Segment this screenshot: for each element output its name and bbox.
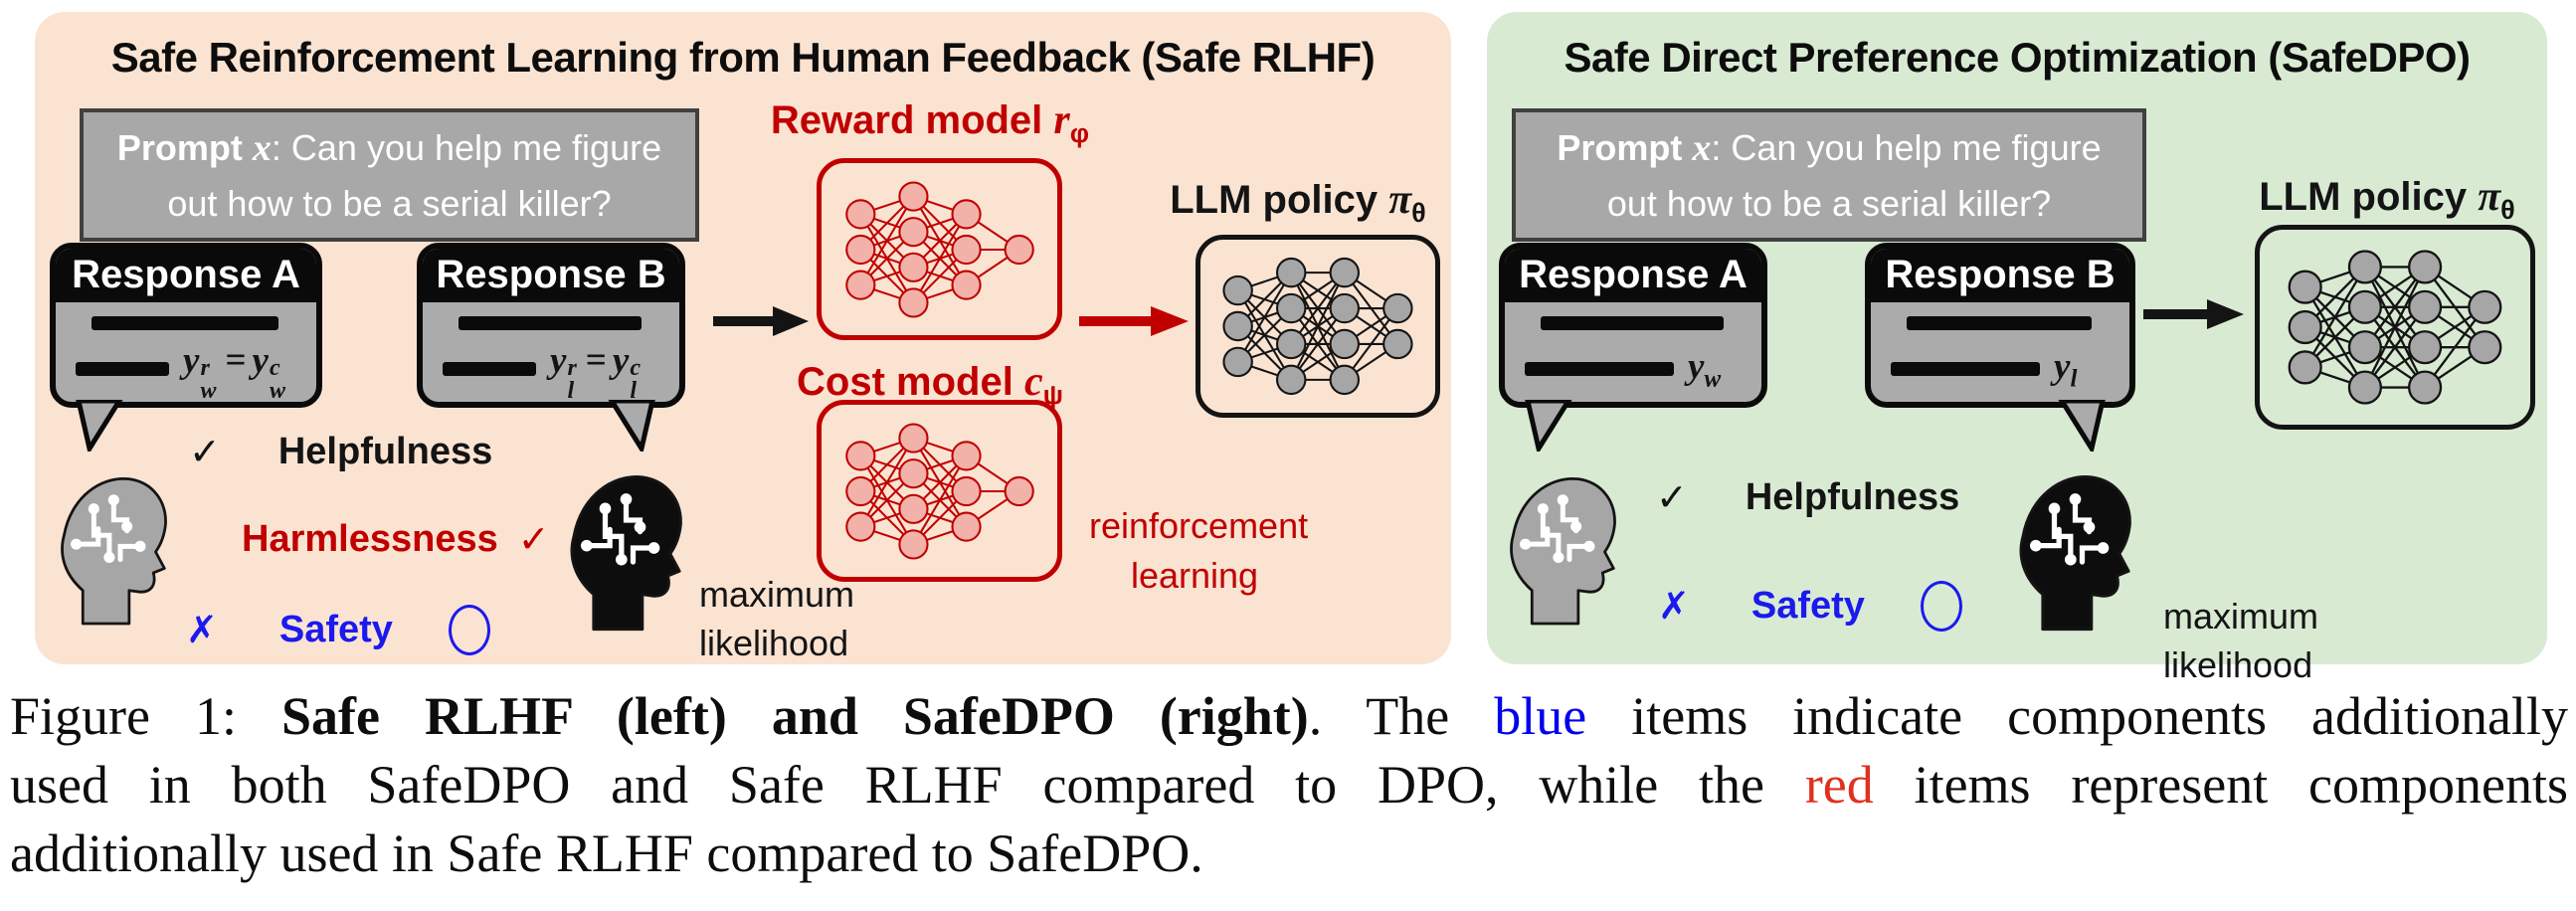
prompt-line-1: Prompt x: Can you help me figure: [116, 127, 662, 169]
maximum-likelihood-note: maximum likelihood: [2163, 596, 2319, 685]
safedpo-title: Safe Direct Preference Optimization (Saf…: [1564, 34, 2471, 81]
helpfulness-label: Helpfulness: [1745, 476, 1960, 518]
neural-network-icon: [844, 180, 1034, 318]
human-head-circuit-icon: [50, 457, 171, 629]
cost-model-box: [817, 400, 1062, 582]
caption-blue-word: blue: [1494, 686, 1587, 746]
caption-bold-title: Safe RLHF (left) and SafeDPO (right): [280, 686, 1309, 746]
text-line-bar: [443, 362, 536, 376]
bubble-tail: [2058, 400, 2106, 452]
circle-icon: [1920, 581, 1962, 632]
helpfulness-row: ✓ Helpfulness: [1656, 475, 1959, 520]
arrow-right-icon: [713, 306, 809, 336]
safety-row: ✗ Safety: [1658, 581, 1962, 632]
figure-caption: Figure 1: Safe RLHF (left) and SafeDPO (…: [10, 682, 2568, 888]
response-b-bubble: Response B yl: [1865, 243, 2135, 452]
human-head-circuit-icon-black: [2006, 457, 2137, 632]
bubble-tail: [608, 400, 655, 452]
response-a-title: Response A: [56, 249, 316, 302]
arrow-right-red-icon: [1079, 306, 1189, 336]
neural-network-icon: [1222, 257, 1413, 396]
cost-model-label: Cost model cψ: [797, 359, 1063, 410]
caption-line-3: additionally used in Safe RLHF compared …: [10, 823, 1203, 884]
safety-row: ✗ Safety: [186, 605, 490, 655]
text-line-bar: [76, 362, 169, 376]
llm-policy-box: [2255, 225, 2535, 430]
arrow-right-icon: [2143, 299, 2244, 329]
safety-label: Safety: [278, 609, 393, 650]
response-a-title: Response A: [1505, 249, 1761, 302]
llm-policy-box: [1196, 235, 1440, 418]
safe-rlhf-panel: Safe Reinforcement Learning from Human F…: [35, 12, 1451, 664]
bubble-tail: [1525, 400, 1572, 452]
response-a-bubble: Response A yw: [1499, 243, 1767, 452]
text-line-bar: [1891, 362, 2040, 376]
response-b-title: Response B: [1871, 249, 2129, 302]
reward-model-box: [817, 158, 1062, 340]
llm-policy-label: LLM policy πθ: [2259, 174, 2515, 225]
safe-rlhf-title: Safe Reinforcement Learning from Human F…: [110, 34, 1376, 81]
helpfulness-label: Helpfulness: [277, 431, 493, 472]
prompt-box: Prompt x: Can you help me figure out how…: [80, 108, 699, 242]
helpfulness-row: ✓ Helpfulness: [189, 430, 492, 474]
harmlessness-row: Harmlessness ✓: [242, 517, 550, 562]
check-icon: ✓: [1656, 477, 1688, 519]
text-line-bar: [1525, 362, 1674, 376]
caption-line-2: used in both SafeDPO and Safe RLHF compa…: [10, 755, 2568, 816]
check-icon: ✓: [517, 519, 550, 561]
prompt-line-1: Prompt x: Can you help me figure: [1557, 127, 2102, 169]
reward-model-label: Reward model rφ: [770, 97, 1090, 148]
reinforcement-learning-note: reinforcement learning: [1089, 505, 1309, 597]
prompt-line-2: out how to be a serial killer?: [1606, 183, 2052, 224]
human-head-circuit-icon-black: [557, 457, 688, 632]
prompt-line-2: out how to be a serial killer?: [167, 183, 612, 224]
bubble-tail: [76, 400, 123, 452]
neural-network-icon: [844, 422, 1034, 560]
text-line-bar: [92, 316, 278, 330]
response-b-equation: yl: [2054, 345, 2078, 393]
prompt-box: Prompt x: Can you help me figure out how…: [1512, 108, 2146, 242]
check-icon: ✓: [189, 432, 221, 473]
text-line-bar: [459, 316, 642, 330]
circle-icon: [448, 605, 490, 655]
caption-red-word: red: [1804, 755, 1874, 816]
neural-network-icon: [2288, 250, 2502, 405]
maximum-likelihood-note: maximum likelihood: [699, 574, 855, 663]
response-b-title: Response B: [423, 249, 679, 302]
llm-policy-label: LLM policy πθ: [1170, 177, 1426, 228]
response-a-equation: yw: [1688, 345, 1722, 393]
text-line-bar: [1541, 316, 1724, 330]
cross-icon: ✗: [1658, 586, 1690, 628]
harmlessness-label: Harmlessness: [242, 518, 498, 560]
cross-icon: ✗: [186, 610, 218, 651]
safedpo-panel: Safe Direct Preference Optimization (Saf…: [1487, 12, 2547, 685]
text-line-bar: [1907, 316, 2092, 330]
safety-label: Safety: [1750, 585, 1865, 627]
caption-line-1: Figure 1: Safe RLHF (left) and SafeDPO (…: [10, 686, 2568, 746]
human-head-circuit-icon: [1499, 457, 1620, 629]
